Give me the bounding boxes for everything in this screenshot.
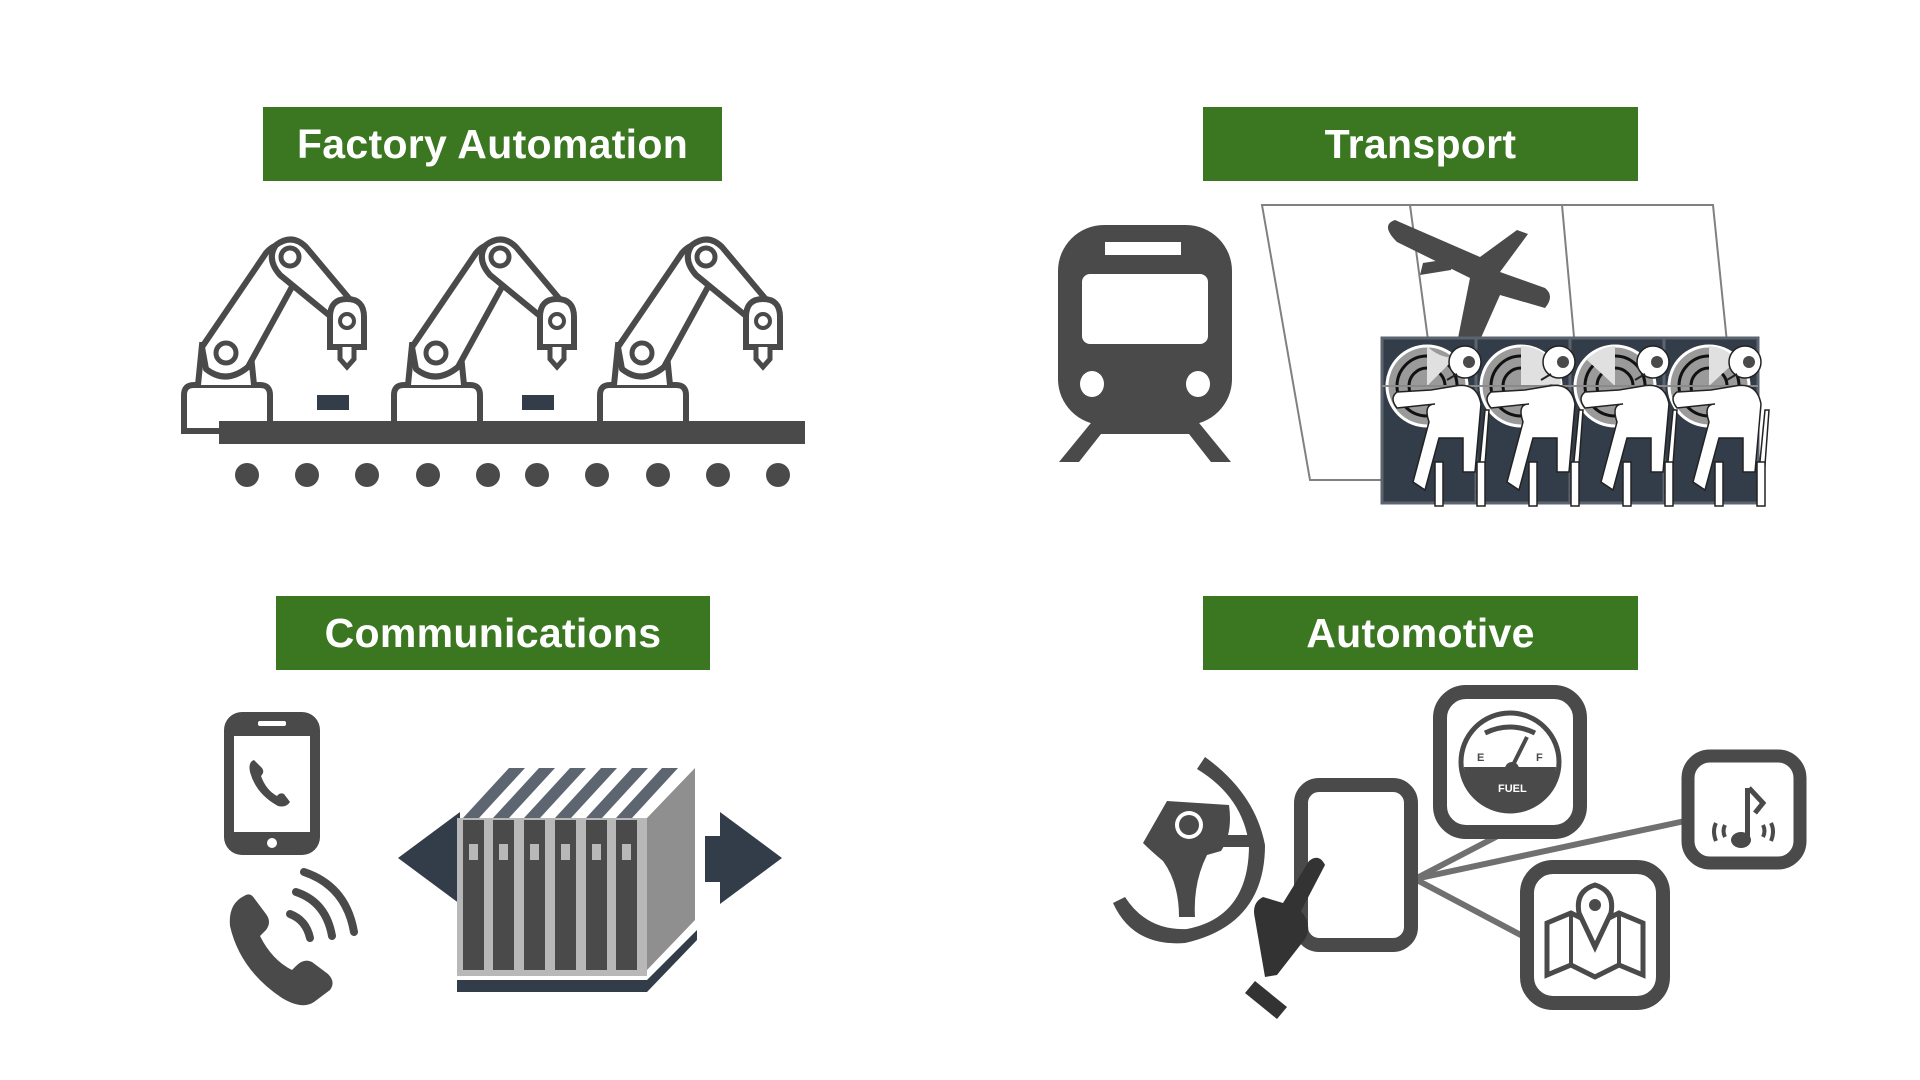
ringing-phone-icon — [226, 868, 371, 1012]
train-icon — [1055, 222, 1235, 464]
fuel-empty-label: E — [1477, 752, 1484, 764]
automotive-title: Automotive — [1306, 609, 1535, 656]
fuel-caption: FUEL — [1498, 783, 1527, 795]
transport-title: Transport — [1324, 120, 1517, 167]
factory-automation-illustration — [170, 225, 820, 487]
fuel-gauge-icon: E F FUEL — [1433, 685, 1587, 839]
steering-wheel-icon — [1113, 757, 1265, 944]
automotive-illustration: E F FUEL — [1113, 685, 1815, 1037]
robot-arm-icon — [600, 239, 780, 431]
music-audio-icon — [1681, 749, 1807, 870]
telecom-chassis-illustration — [395, 768, 795, 998]
fuel-full-label: F — [1536, 752, 1543, 764]
communications-label: Communications — [276, 596, 710, 670]
air-transport-illustration — [1255, 200, 1795, 512]
product-block — [317, 395, 349, 410]
product-block — [522, 395, 554, 410]
map-location-icon — [1520, 860, 1670, 1010]
smartphone-call-icon — [222, 710, 322, 857]
airplane-icon — [1387, 220, 1550, 340]
communications-title: Communications — [324, 609, 662, 656]
transport-label: Transport — [1203, 107, 1638, 181]
factory-automation-title: Factory Automation — [296, 120, 689, 167]
telecom-chassis-icon — [463, 768, 678, 970]
pointing-hand-icon — [1245, 857, 1325, 1019]
factory-automation-label: Factory Automation — [263, 107, 722, 181]
bidirectional-arrow-icon — [398, 812, 782, 904]
conveyor-belt-icon — [219, 421, 805, 487]
touchscreen-icon — [1294, 778, 1418, 952]
automotive-label: Automotive — [1203, 596, 1638, 670]
